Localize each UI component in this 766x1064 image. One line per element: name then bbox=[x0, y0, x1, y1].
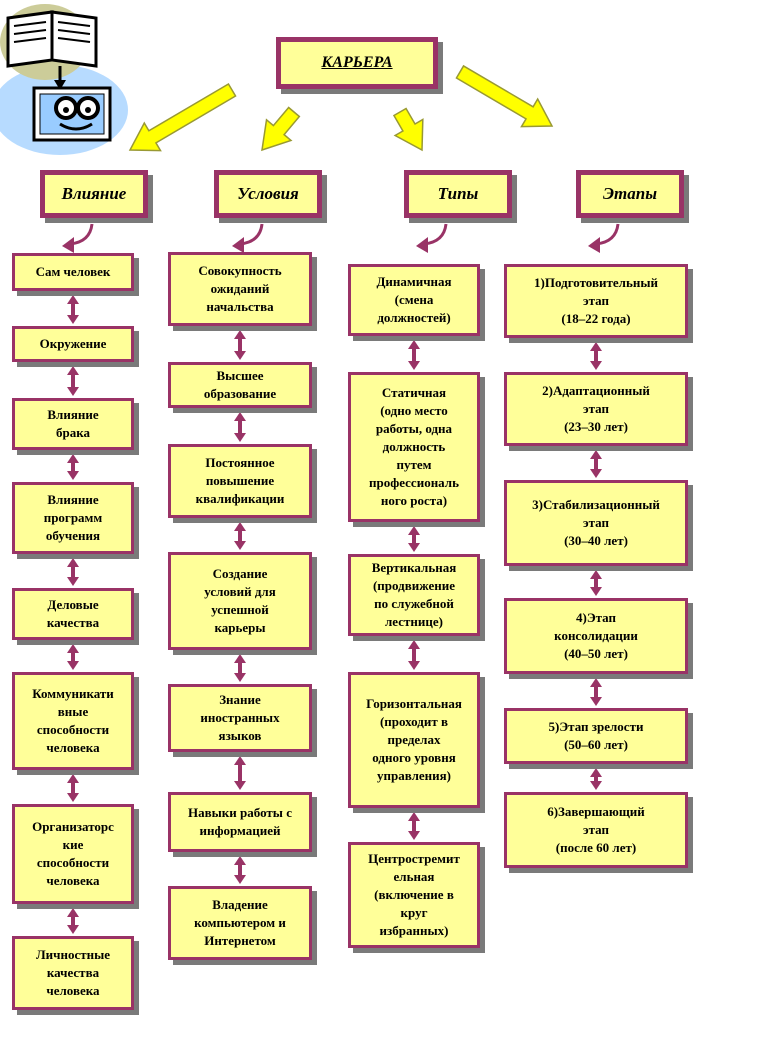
link-2-1-head-down bbox=[234, 351, 246, 360]
link-2-5-head-down bbox=[234, 781, 246, 790]
link-2-4-head-up bbox=[234, 654, 246, 663]
link-2-2-head-up bbox=[234, 412, 246, 421]
column-header-4: Этапы bbox=[576, 170, 684, 218]
link-4-2-head-up bbox=[590, 450, 602, 459]
node-2-2: Высшее образование bbox=[168, 362, 312, 408]
link-4-5-head-down bbox=[590, 781, 602, 790]
node-4-4: 4)Этап консолидации (40–50 лет) bbox=[504, 598, 688, 674]
node-4-6: 6)Завершающий этап (после 60 лет) bbox=[504, 792, 688, 868]
link-4-3-head-down bbox=[590, 587, 602, 596]
link-1-1-head-up bbox=[67, 295, 79, 304]
arrow-to-influence bbox=[128, 82, 237, 152]
link-1-7-head-up bbox=[67, 908, 79, 917]
link-4-4-head-up bbox=[590, 678, 602, 687]
link-1-6-head-up bbox=[67, 774, 79, 783]
link-2-4-head-down bbox=[234, 673, 246, 682]
node-3-4: Горизонтальная (проходит в пределах одно… bbox=[348, 672, 480, 808]
link-4-4-head-down bbox=[590, 697, 602, 706]
node-4-3: 3)Стабилизационный этап (30–40 лет) bbox=[504, 480, 688, 566]
link-2-6-head-up bbox=[234, 856, 246, 865]
node-2-6: Навыки работы с информацией bbox=[168, 792, 312, 852]
header-connector-4-head bbox=[588, 237, 600, 253]
arrow-to-stages bbox=[455, 64, 554, 128]
node-3-5: Центростремит ельная (включение в круг и… bbox=[348, 842, 480, 948]
column-header-3: Типы bbox=[404, 170, 512, 218]
node-1-2: Окружение bbox=[12, 326, 134, 362]
link-1-5-head-down bbox=[67, 661, 79, 670]
node-2-3: Постоянное повышение квалификации bbox=[168, 444, 312, 518]
node-2-1: Совокупность ожиданий начальства bbox=[168, 252, 312, 326]
link-1-1-head-down bbox=[67, 315, 79, 324]
link-4-2-head-down bbox=[590, 469, 602, 478]
node-4-1: 1)Подготовительный этап (18–22 года) bbox=[504, 264, 688, 338]
book-and-reader-icon bbox=[0, 4, 128, 155]
link-4-1-head-up bbox=[590, 342, 602, 351]
link-3-4-head-down bbox=[408, 831, 420, 840]
node-4-2: 2)Адаптационный этап (23–30 лет) bbox=[504, 372, 688, 446]
link-3-4-head-up bbox=[408, 812, 420, 821]
arrow-to-conditions bbox=[261, 106, 301, 152]
link-3-3-head-up bbox=[408, 640, 420, 649]
node-1-7: Организаторс кие способности человека bbox=[12, 804, 134, 904]
link-4-5-head-up bbox=[590, 768, 602, 777]
link-3-1-head-down bbox=[408, 361, 420, 370]
header-connector-1-head bbox=[62, 237, 74, 253]
node-3-3: Вертикальная (продвижение по служебной л… bbox=[348, 554, 480, 636]
node-2-7: Владение компьютером и Интернетом bbox=[168, 886, 312, 960]
link-3-2-head-up bbox=[408, 526, 420, 535]
link-2-5-head-up bbox=[234, 756, 246, 765]
link-3-2-head-down bbox=[408, 543, 420, 552]
node-3-2: Статичная (одно место работы, одна должн… bbox=[348, 372, 480, 522]
header-connector-2-head bbox=[232, 237, 244, 253]
node-4-5: 5)Этап зрелости (50–60 лет) bbox=[504, 708, 688, 764]
column-header-2: Условия bbox=[214, 170, 322, 218]
node-2-4: Создание условий для успешной карьеры bbox=[168, 552, 312, 650]
link-1-6-head-down bbox=[67, 793, 79, 802]
link-3-3-head-down bbox=[408, 661, 420, 670]
link-1-2-head-up bbox=[67, 366, 79, 375]
link-1-2-head-down bbox=[67, 387, 79, 396]
link-4-1-head-down bbox=[590, 361, 602, 370]
link-1-3-head-up bbox=[67, 454, 79, 463]
node-1-5: Деловые качества bbox=[12, 588, 134, 640]
link-2-3-head-up bbox=[234, 522, 246, 531]
link-2-3-head-down bbox=[234, 541, 246, 550]
header-connector-3-head bbox=[416, 237, 428, 253]
link-2-1-head-up bbox=[234, 330, 246, 339]
link-2-6-head-down bbox=[234, 875, 246, 884]
node-1-8: Личностные качества человека bbox=[12, 936, 134, 1010]
arrow-to-types bbox=[392, 107, 424, 152]
diagram-title: КАРЬЕРА bbox=[276, 37, 438, 89]
node-1-1: Сам человек bbox=[12, 253, 134, 291]
node-1-3: Влияние брака bbox=[12, 398, 134, 450]
node-2-5: Знание иностранных языков bbox=[168, 684, 312, 752]
node-1-4: Влияние программ обучения bbox=[12, 482, 134, 554]
column-header-1: Влияние bbox=[40, 170, 148, 218]
link-1-4-head-down bbox=[67, 577, 79, 586]
link-2-2-head-down bbox=[234, 433, 246, 442]
link-4-3-head-up bbox=[590, 570, 602, 579]
link-3-1-head-up bbox=[408, 340, 420, 349]
node-1-6: Коммуникати вные способности человека bbox=[12, 672, 134, 770]
link-1-4-head-up bbox=[67, 558, 79, 567]
node-3-1: Динамичная (смена должностей) bbox=[348, 264, 480, 336]
link-1-5-head-up bbox=[67, 644, 79, 653]
link-1-7-head-down bbox=[67, 925, 79, 934]
link-1-3-head-down bbox=[67, 471, 79, 480]
